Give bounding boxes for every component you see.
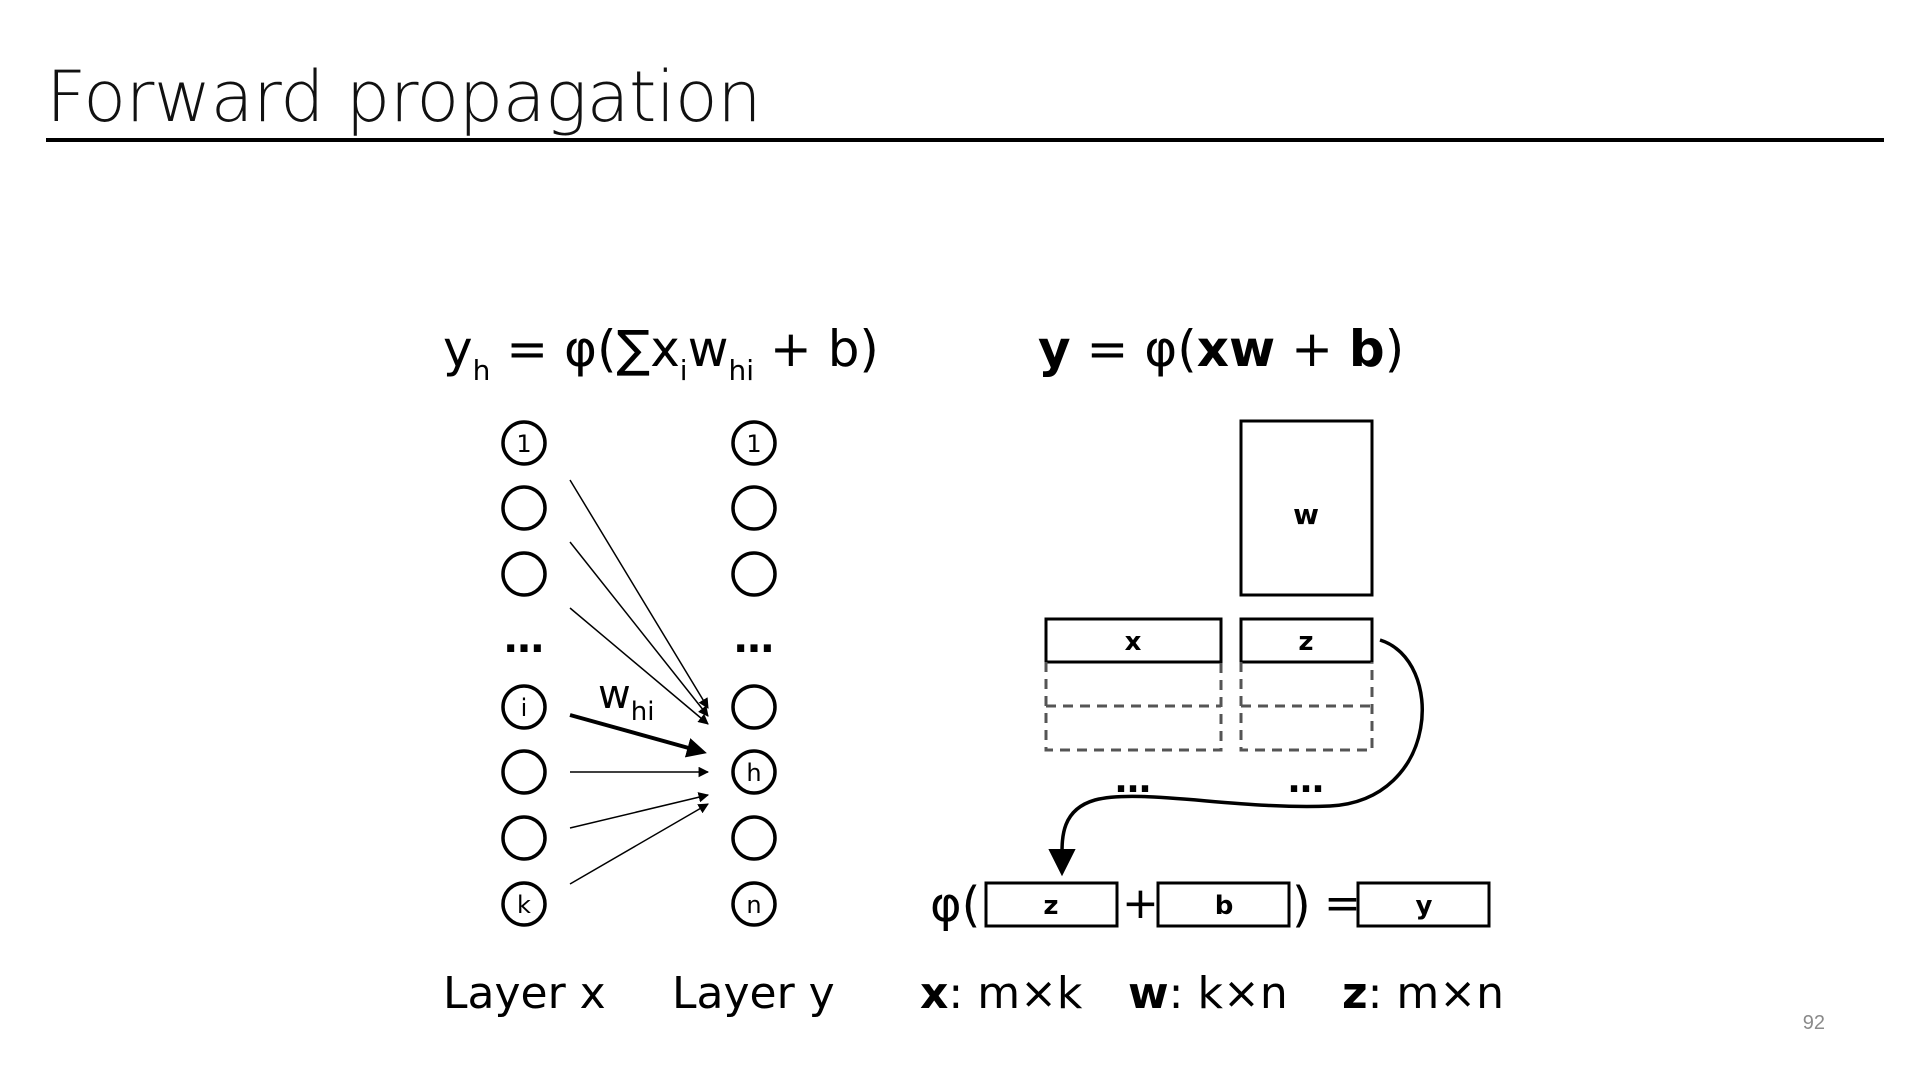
page-number: 92 [1802,1012,1825,1034]
weight-label: whi [598,672,654,727]
output-node [731,815,777,861]
output-node [731,684,777,730]
dim-z-rest: : m×n [1368,968,1504,1019]
layer-y-caption: Layer y [672,968,835,1019]
formula-bold-b: b [1349,320,1385,378]
vector-x-box [1044,617,1223,664]
scalar-formula: yh = φ(∑xiwhi + b) [443,320,879,387]
formula-mid: = φ(∑x [490,320,679,378]
dim-x-bold: x [920,968,948,1019]
connection-arrow [569,541,709,717]
formula-bold-xw: xw [1197,320,1275,378]
dim-z-caption: z: m×n [1342,968,1504,1019]
matrix-w-label: w [1293,498,1319,531]
input-node [501,485,547,531]
output-node-label: n [746,891,761,919]
weight-connections [569,479,710,885]
matrix-w-box [1239,419,1374,597]
output-node-label: h [746,759,761,787]
formula-y: y [443,320,473,378]
vector-x-label: x [1125,627,1142,657]
formula-bold-y: y [1038,320,1071,378]
formula-sub-i: i [680,354,688,387]
eq-y-label: y [1416,891,1433,921]
weight-w: w [598,672,631,718]
output-ellipsis: … [734,616,774,662]
formula-w: w [688,320,729,378]
eq-phi-open: φ( [930,877,980,933]
output-node [731,420,777,466]
formula-sub-h: h [473,354,491,387]
weight-sub: hi [631,697,655,727]
z-flow-arrowhead [1048,849,1076,877]
slide-title: Forward propagation [46,56,762,138]
connection-arrow [569,607,709,725]
vector-z-label: z [1298,627,1313,657]
output-node-label: 1 [746,430,761,458]
title-divider [46,138,1884,142]
formula-plus: + [1275,320,1349,378]
dim-x-caption: x: m×k [920,968,1083,1019]
eq-y-box [1356,881,1491,928]
input-node [501,749,547,795]
output-layer: 1 … h n [731,420,777,927]
dim-x-rest: : m×k [948,968,1083,1019]
input-node-label: k [517,891,531,919]
eq-z-label: z [1043,891,1058,921]
output-node [731,551,777,597]
connection-arrow [569,792,710,829]
vector-formula: y = φ(xw + b) [1038,320,1404,378]
eq-b-box [1156,881,1291,928]
input-node [501,551,547,597]
input-node [501,420,547,466]
formula-eq: = φ( [1071,320,1197,378]
dim-z-bold: z [1342,968,1368,1019]
eq-equals: = [1324,878,1361,929]
formula-end: + b) [754,320,879,378]
eq-b-label: b [1215,891,1234,921]
input-layer: 1 … i k [501,420,547,927]
dim-w-bold: w [1128,968,1169,1019]
vector-z-box [1239,617,1374,664]
formula-sub-hi: hi [728,354,754,387]
input-ellipsis: … [504,616,544,662]
input-node-label: i [521,694,528,722]
z-flow-arrow [1060,638,1424,861]
output-node [731,881,777,927]
input-node [501,881,547,927]
layer-x-caption: Layer x [443,968,606,1019]
formula-close: ) [1385,320,1405,378]
x-batch-rows [1044,662,1223,752]
eq-close: ) [1292,877,1311,933]
input-node-label: 1 [516,430,531,458]
connection-arrow [569,479,709,709]
connection-arrow [569,803,709,885]
x-batch-ellipsis: … [1115,760,1151,801]
input-node [501,684,547,730]
z-batch-ellipsis: … [1288,760,1324,801]
output-node [731,485,777,531]
eq-plus: + [1122,878,1159,929]
input-node [501,815,547,861]
output-node [731,749,777,795]
weight-hi-arrow [569,713,707,758]
dim-w-caption: w: k×n [1128,968,1288,1019]
eq-z-box [984,881,1119,928]
dim-w-rest: : k×n [1169,968,1288,1019]
z-batch-rows [1239,662,1374,752]
